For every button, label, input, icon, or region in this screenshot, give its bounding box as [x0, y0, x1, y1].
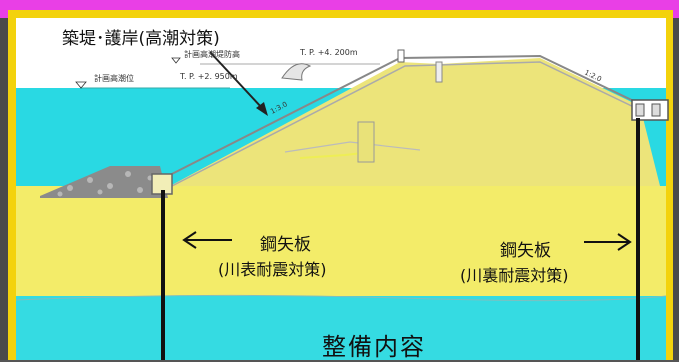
water-level-marker — [75, 81, 87, 89]
footer-title: 整備内容 — [322, 333, 426, 361]
sheet-pile-right-note: (川裏耐震対策) — [460, 266, 569, 285]
embankment-pointer — [209, 51, 263, 109]
design-tide-height-value: T. P. +4. 200m — [300, 48, 358, 57]
design-tide-height-label: 計画高潮堤防高 — [184, 50, 240, 59]
sheet-pile-right-label: 鋼矢板 — [500, 241, 551, 261]
soil-layer — [16, 186, 666, 298]
sheet-pile-left — [161, 190, 165, 360]
lower-water — [16, 296, 666, 360]
embankment-outline — [159, 54, 641, 181]
height-marker — [171, 57, 181, 64]
wave-wall-icon — [281, 63, 312, 81]
sheet-pile-right — [636, 118, 640, 360]
sheet-pile-left-label: 鋼矢板 — [260, 235, 311, 255]
design-tide-level-value: T. P. +2. 950m — [180, 72, 238, 81]
design-tide-level-label: 計画高潮位 — [94, 74, 134, 83]
embankment-label: 築堤･護岸(高潮対策) — [62, 29, 220, 49]
embankment-body — [170, 58, 660, 186]
sheet-pile-left-note: (川表耐震対策) — [218, 260, 327, 279]
